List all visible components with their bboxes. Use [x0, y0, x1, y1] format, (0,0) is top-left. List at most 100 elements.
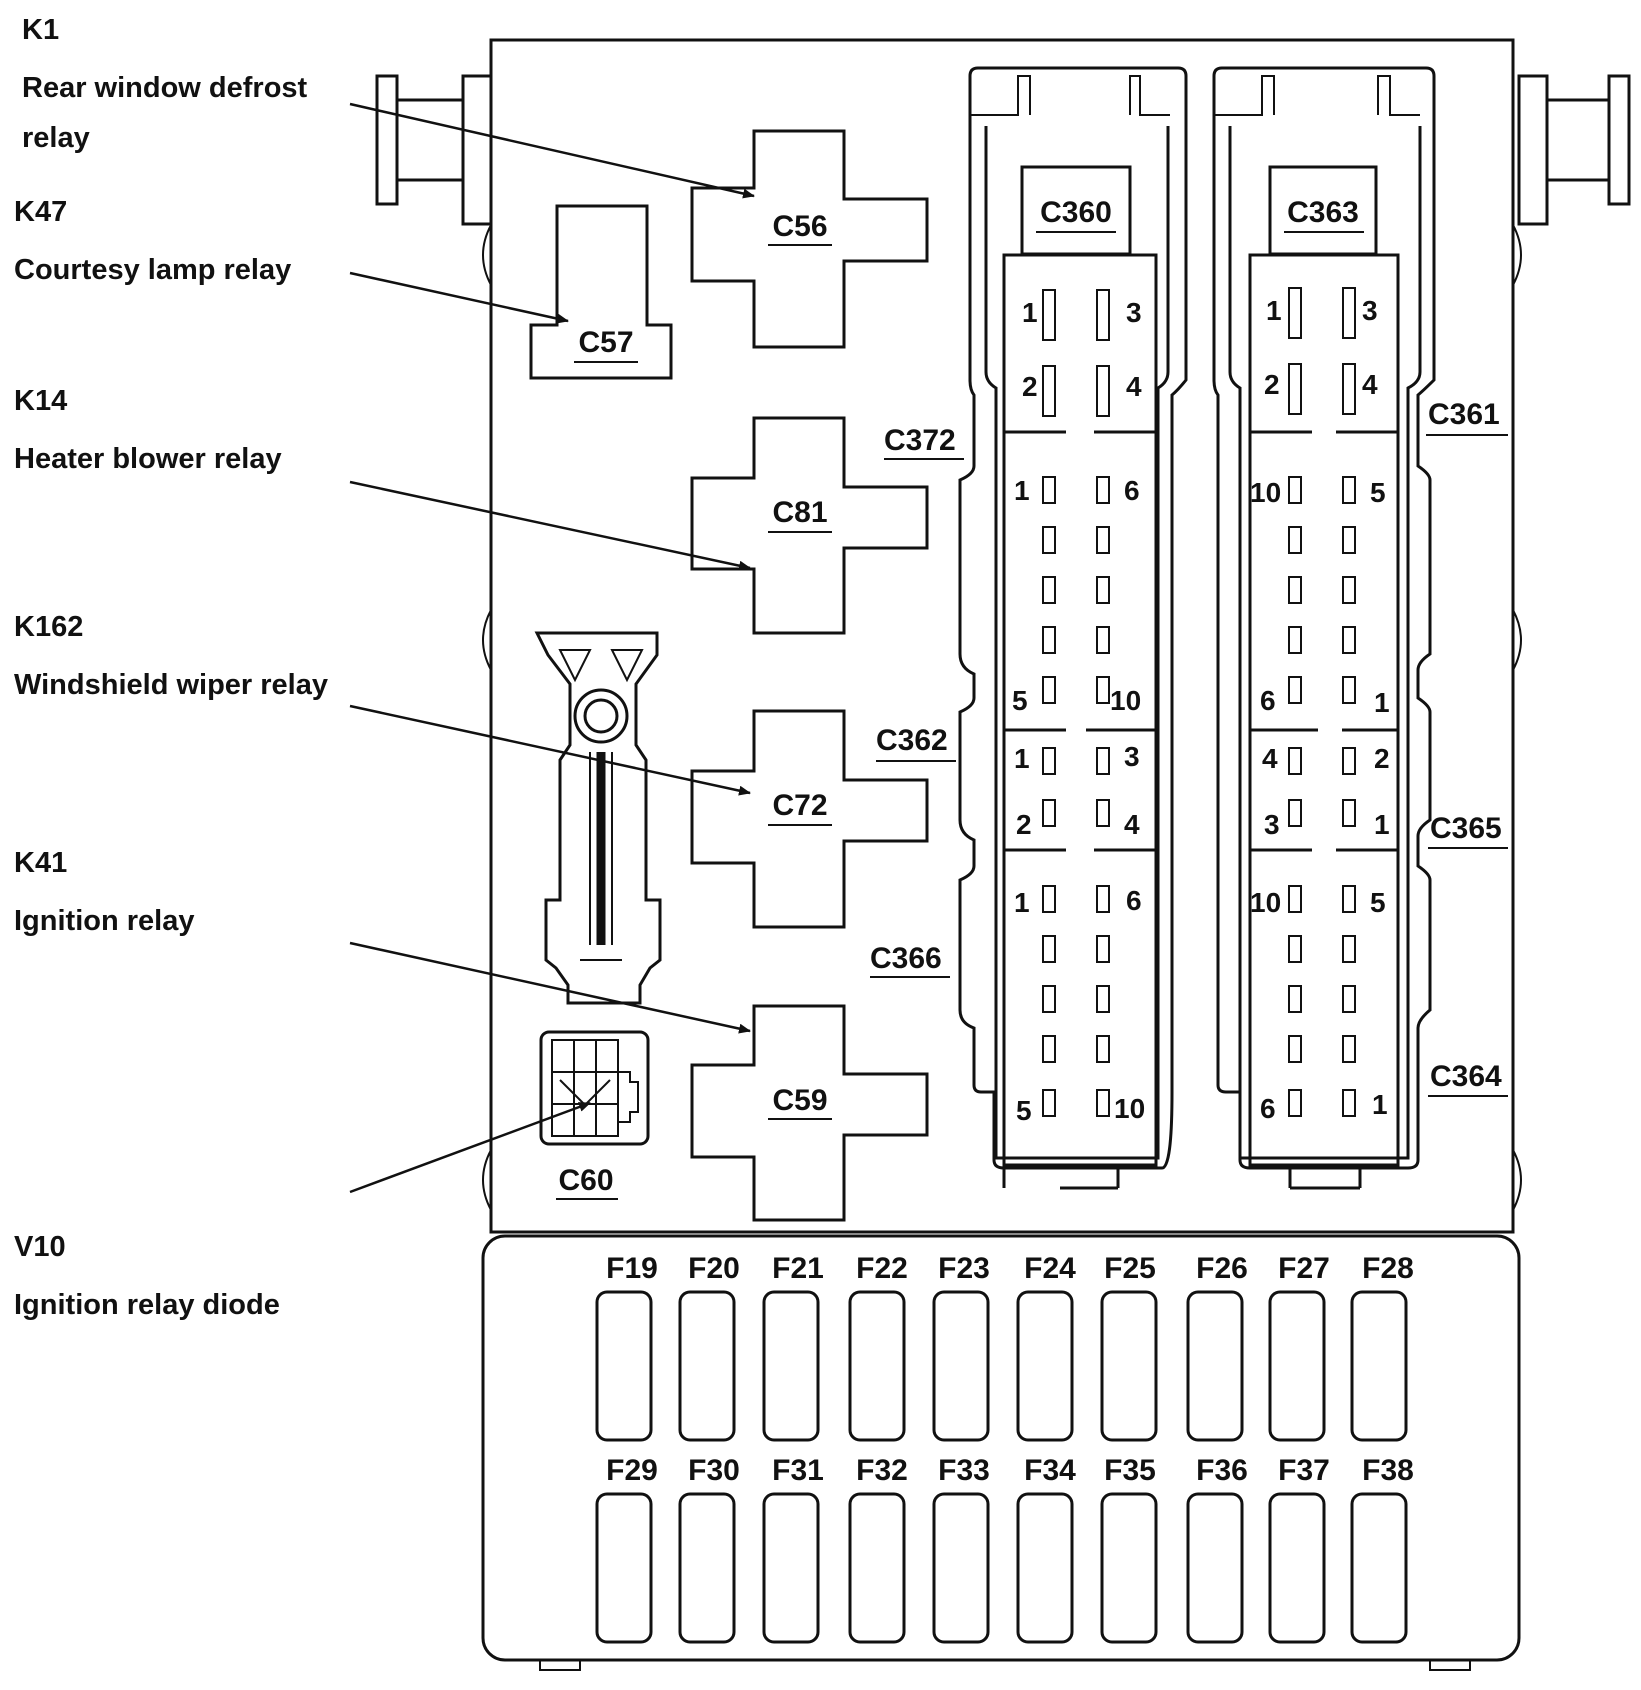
fuse-slot-f21 — [762, 1290, 820, 1442]
fuse-slots-bottom — [595, 1492, 1408, 1644]
callout-code: K14 — [14, 385, 68, 417]
fuse-label-f26: F26 — [1196, 1252, 1248, 1285]
fuse-slot-f34 — [1016, 1492, 1074, 1644]
fuse-slots-top — [595, 1290, 1408, 1442]
diode-socket-c60 — [539, 1030, 650, 1146]
pin-number: 3 — [1124, 741, 1140, 772]
fuse-label-f22: F22 — [856, 1252, 908, 1285]
fuse-label-f32: F32 — [856, 1454, 908, 1487]
relay-socket-c56 — [690, 129, 929, 349]
fuse-slot-f27 — [1268, 1290, 1326, 1442]
fuse-slot-f19 — [595, 1290, 653, 1442]
pin-number: 4 — [1124, 809, 1140, 840]
label-c81: C81 — [772, 496, 827, 529]
pin-number: 2 — [1374, 743, 1390, 774]
fuse-label-f25: F25 — [1104, 1252, 1156, 1285]
fuse-label-f24: F24 — [1024, 1252, 1076, 1285]
fuse-label-f34: F34 — [1024, 1454, 1076, 1487]
fuse-slot-f28 — [1350, 1290, 1408, 1442]
relay-socket-c57 — [529, 204, 673, 380]
fuse-slot-f33 — [932, 1492, 990, 1644]
label-c361: C361 — [1428, 398, 1500, 431]
right-mounting-tab — [1517, 74, 1631, 226]
fuse-slot-f29 — [595, 1492, 653, 1644]
fuse-labels-bottom: F29 F30 F31 F32 F33 F34 F35 F36 F37 F38 — [606, 1454, 1414, 1487]
fuse-slot-f31 — [762, 1492, 820, 1644]
pin-number: 5 — [1016, 1095, 1032, 1126]
pin-number: 5 — [1370, 887, 1386, 918]
fuse-label-f36: F36 — [1196, 1454, 1248, 1487]
pin-number: 6 — [1126, 885, 1142, 916]
pin-number: 5 — [1012, 685, 1028, 716]
callout-k14: K14 Heater blower relay — [14, 387, 282, 484]
callout-v10: V10 Ignition relay diode — [14, 1233, 280, 1330]
callout-code: K41 — [14, 847, 68, 879]
relay-socket-c72 — [690, 709, 929, 929]
pin-number: 1 — [1014, 887, 1030, 918]
fuse-slot-f32 — [848, 1492, 906, 1644]
callout-description: Windshield wiper relay — [14, 669, 328, 701]
callout-description: Rear window defrost relay — [22, 72, 308, 154]
fuse-label-f37: F37 — [1278, 1454, 1330, 1487]
callout-code: K162 — [14, 611, 84, 643]
relay-labels: C56 C57 C81 C72 C59 C60 — [558, 210, 827, 1197]
pin-number: 1 — [1374, 809, 1390, 840]
fuse-slot-f20 — [678, 1290, 736, 1442]
label-c360: C360 — [1040, 196, 1112, 229]
left-mounting-tab — [375, 74, 493, 226]
fuse-slot-f37 — [1268, 1492, 1326, 1644]
fuse-label-f29: F29 — [606, 1454, 658, 1487]
fuse-slot-f35 — [1100, 1492, 1158, 1644]
callout-code: K47 — [14, 196, 68, 228]
fuse-labels-top: F19 F20 F21 F22 F23 F24 F25 F26 F27 F28 — [606, 1252, 1414, 1285]
fuse-label-f19: F19 — [606, 1252, 658, 1285]
right-block-pins — [1288, 287, 1356, 1117]
fuse-slot-f30 — [678, 1492, 736, 1644]
pin-number: 10 — [1110, 685, 1141, 716]
fuse-label-f35: F35 — [1104, 1454, 1156, 1487]
right-connector-block — [1212, 66, 1436, 1190]
pin-number: 1 — [1022, 297, 1038, 328]
callout-description: Courtesy lamp relay — [14, 254, 292, 286]
fuse-slot-f25 — [1100, 1290, 1158, 1442]
pin-number: 2 — [1022, 371, 1038, 402]
pin-number: 1 — [1372, 1089, 1388, 1120]
pin-number: 4 — [1362, 369, 1378, 400]
fuse-slot-f36 — [1186, 1492, 1244, 1644]
label-c363: C363 — [1287, 196, 1359, 229]
fuse-label-f33: F33 — [938, 1454, 990, 1487]
callout-code: K1 — [22, 14, 60, 46]
pin-number: 1 — [1014, 743, 1030, 774]
pin-number: 2 — [1264, 369, 1280, 400]
callout-description: Ignition relay diode — [14, 1289, 280, 1321]
label-c362: C362 — [876, 724, 948, 757]
pin-numbers-left: 1 3 2 4 1 6 5 10 1 3 2 4 1 6 5 10 — [1012, 297, 1145, 1126]
pin-number: 1 — [1266, 295, 1282, 326]
label-c72: C72 — [772, 789, 827, 822]
callout-description: Ignition relay — [14, 905, 195, 937]
callout-k162: K162 Windshield wiper relay — [14, 613, 328, 710]
fuse-label-f38: F38 — [1362, 1454, 1414, 1487]
callout-code: V10 — [14, 1231, 66, 1263]
pin-number: 10 — [1250, 477, 1281, 508]
label-c60: C60 — [558, 1164, 613, 1197]
fuse-slot-f23 — [932, 1290, 990, 1442]
label-c59: C59 — [772, 1084, 827, 1117]
pin-number: 6 — [1260, 685, 1276, 716]
label-c364: C364 — [1430, 1060, 1502, 1093]
pin-number: 1 — [1374, 687, 1390, 718]
pin-number: 6 — [1124, 475, 1140, 506]
label-c57: C57 — [578, 326, 633, 359]
pin-number: 5 — [1370, 477, 1386, 508]
fuse-label-f28: F28 — [1362, 1252, 1414, 1285]
relay-socket-c59 — [690, 1004, 929, 1222]
callout-k1: K1 Rear window defrost relay — [22, 16, 342, 163]
pin-number: 3 — [1362, 295, 1378, 326]
pin-numbers-right: 1 3 2 4 10 5 6 1 4 2 3 1 10 5 6 1 — [1250, 295, 1390, 1124]
left-block-pins — [1042, 289, 1110, 1117]
pin-number: 6 — [1260, 1093, 1276, 1124]
fuse-label-f23: F23 — [938, 1252, 990, 1285]
fuse-label-f30: F30 — [688, 1454, 740, 1487]
pin-number: 2 — [1016, 809, 1032, 840]
